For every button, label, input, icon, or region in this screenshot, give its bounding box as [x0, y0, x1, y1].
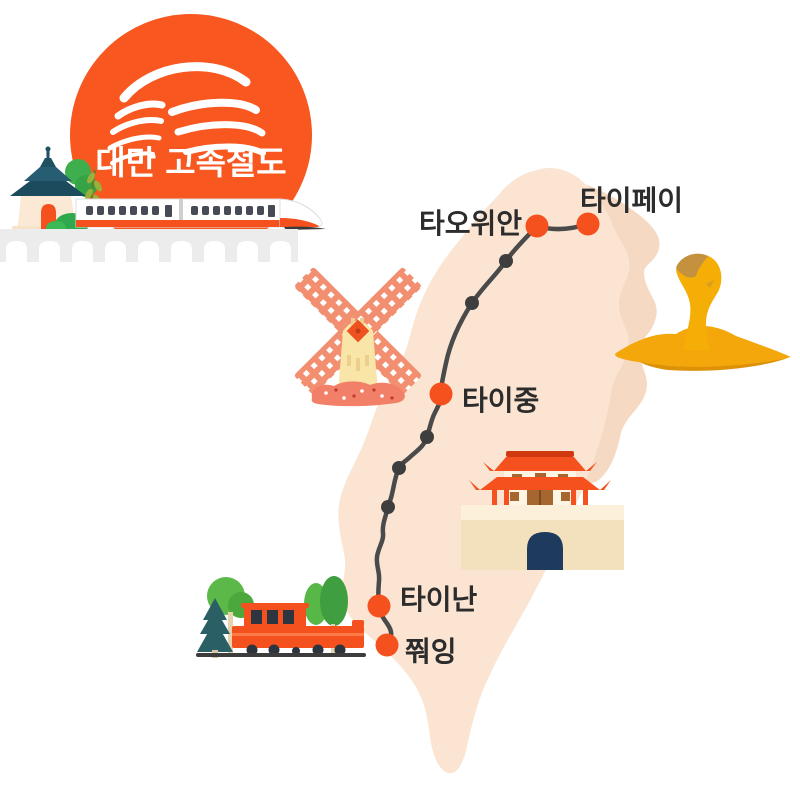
stop-dot	[465, 296, 479, 310]
station-dot-tainan	[367, 594, 391, 618]
station-dot-zuoying	[375, 633, 399, 657]
stop-dot	[392, 461, 406, 475]
flowerbed	[311, 381, 405, 407]
station-label-taoyuan: 타오위안	[419, 208, 523, 239]
forest-train-icon	[196, 576, 366, 658]
logo-title: 대만 고속철도	[95, 144, 287, 181]
taiwan-map-shadow	[555, 178, 660, 484]
swoosh-bird-icon	[107, 62, 266, 165]
thsr-logo	[70, 14, 312, 256]
station-label-taichung: 타이중	[462, 385, 540, 416]
stop-dot	[381, 500, 395, 514]
station-dot-taichung	[429, 382, 453, 406]
station-label-tainan: 타이난	[400, 584, 478, 615]
stop-dot	[420, 430, 434, 444]
queens-head-rock-icon	[615, 253, 791, 371]
taiwan-map	[338, 168, 660, 774]
stop-dot	[499, 254, 513, 268]
station-dot-taoyuan	[525, 214, 549, 238]
city-gate-icon	[461, 451, 624, 570]
rail-route	[367, 212, 600, 657]
station-dot-taipei	[576, 212, 600, 236]
logo-circle	[70, 14, 312, 256]
station-label-zuoying: 쭤잉	[405, 636, 457, 667]
taiwan-map-land	[338, 168, 630, 774]
viaduct-icon	[0, 229, 298, 262]
bullet-train-icon	[75, 198, 326, 230]
windmill-icon	[294, 267, 422, 407]
station-label-taipei: 타이페이	[580, 185, 684, 216]
